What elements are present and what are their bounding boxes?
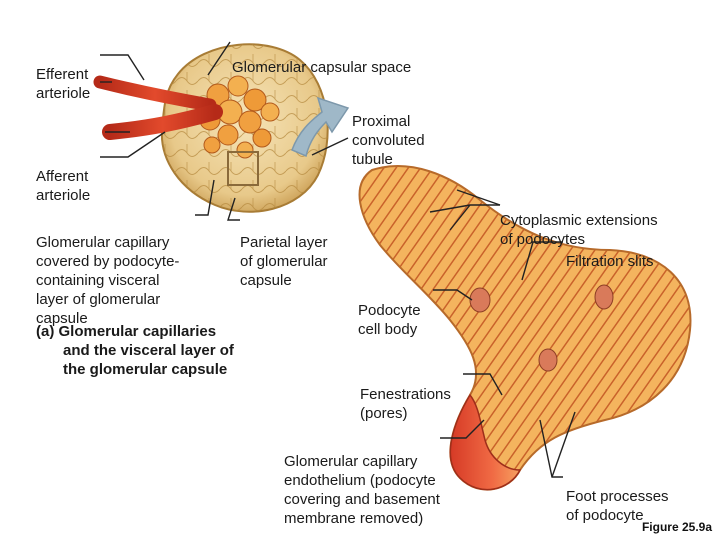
glomerular-capsule bbox=[160, 43, 329, 213]
label-fenestrations: Fenestrations(pores) bbox=[360, 386, 451, 422]
figure-caption: (a) Glomerular capillaries and the visce… bbox=[36, 323, 234, 378]
proximal-tubule bbox=[291, 96, 350, 158]
figure-reference: Figure 25.9a bbox=[641, 520, 712, 534]
inset-box bbox=[227, 151, 259, 186]
leader-lines bbox=[100, 41, 576, 478]
arterioles bbox=[93, 75, 223, 140]
label-filtration-slits: Filtration slits bbox=[566, 253, 654, 270]
label-glomerular-capsular-space: Glomerular capsular space bbox=[232, 59, 412, 76]
podocyte-capillary bbox=[358, 165, 692, 491]
capillary-endothelium bbox=[449, 393, 522, 491]
capillary-tuft bbox=[199, 75, 280, 159]
podocyte-cell-body bbox=[469, 287, 491, 313]
